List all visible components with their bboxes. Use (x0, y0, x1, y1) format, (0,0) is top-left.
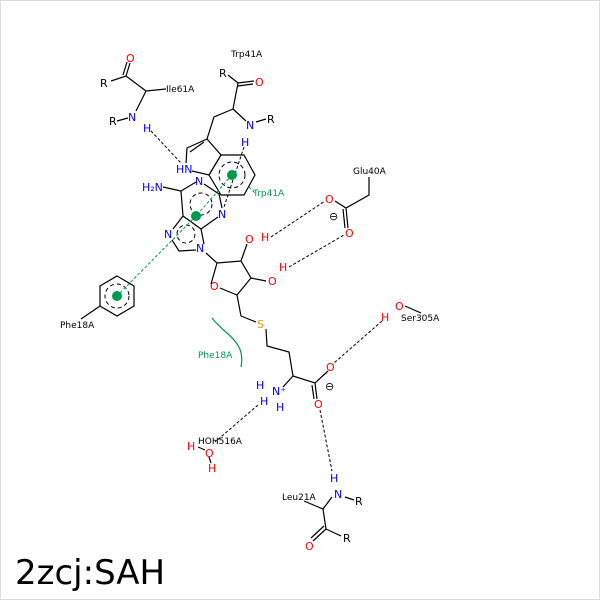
atom-h: H (261, 231, 269, 244)
atom-o: O (325, 193, 334, 206)
atom-o: O (210, 280, 219, 293)
atom-r: R (109, 115, 117, 128)
atom-o: O (126, 52, 135, 65)
phe18-ring-centroid (112, 291, 122, 301)
hydrogen-bonds (150, 130, 383, 472)
residue-phe18-hydrophobic: Phe18A (198, 351, 233, 361)
atom-r: R (100, 77, 108, 90)
atom-r: R (219, 67, 227, 80)
atom-n: N (334, 488, 342, 501)
residue-hoh516: HOH516A (198, 437, 243, 447)
atom-h: H (260, 395, 268, 408)
atom-labels: O R N R H R O N R H HN H₂N N N N N O H O… (100, 52, 404, 553)
atom-r: R (343, 532, 351, 545)
atom-h: H (187, 440, 195, 453)
atom-r: R (355, 495, 363, 508)
atom-o: O (305, 540, 314, 553)
atom-h: H (330, 472, 338, 485)
atom-n: N (196, 242, 204, 255)
atom-o: O (314, 398, 323, 411)
atom-s: S (257, 318, 264, 331)
pi-stacking (112, 170, 256, 301)
residue-labels: Ile61A Trp41A Trp41A Glu40A Phe18A Phe18… (60, 50, 440, 503)
atom-h: H (143, 122, 151, 135)
atom-h: H (279, 261, 287, 274)
residue-ser305: Ser305A (401, 314, 440, 324)
hydrophobic-contact-arc (211, 317, 243, 368)
residue-leu21: Leu21A (282, 493, 317, 503)
atom-h: H (381, 311, 389, 324)
atom-o: O (205, 447, 214, 460)
atom-n: N (246, 119, 254, 132)
atom-nplus: N⁺ (272, 385, 286, 398)
diagram-title: 2zcj:SAH (15, 553, 166, 593)
atom-o: O (245, 233, 254, 246)
atom-o: O (255, 76, 264, 89)
adenine-ring-centroid (191, 211, 201, 221)
atom-o: O (326, 361, 335, 374)
atom-n: N (195, 175, 203, 188)
atom-o: O (345, 227, 354, 240)
residue-trp41-pi: Trp41A (252, 189, 285, 199)
charge-minus: ⊖ (325, 380, 334, 393)
atom-o: O (395, 300, 404, 313)
residue-ile61: Ile61A (166, 85, 195, 95)
atom-h: H (241, 136, 249, 149)
atom-n: N (218, 208, 226, 221)
atom-h: H (276, 401, 284, 414)
atom-h2n: H₂N (142, 181, 163, 194)
atom-o: O (268, 275, 277, 288)
atom-hn: HN (176, 163, 193, 176)
atom-r: R (267, 113, 275, 126)
residue-trp41: Trp41A (230, 50, 263, 60)
trp41-ring-centroid (227, 170, 237, 180)
residue-glu40: Glu40A (353, 167, 387, 177)
bonds (80, 61, 422, 542)
atom-n: N (164, 228, 172, 241)
charge-minus: ⊖ (329, 210, 338, 223)
residue-phe18: Phe18A (60, 321, 95, 331)
atom-h: H (208, 462, 216, 475)
atom-h: H (256, 379, 264, 392)
atom-n: N (128, 111, 136, 124)
